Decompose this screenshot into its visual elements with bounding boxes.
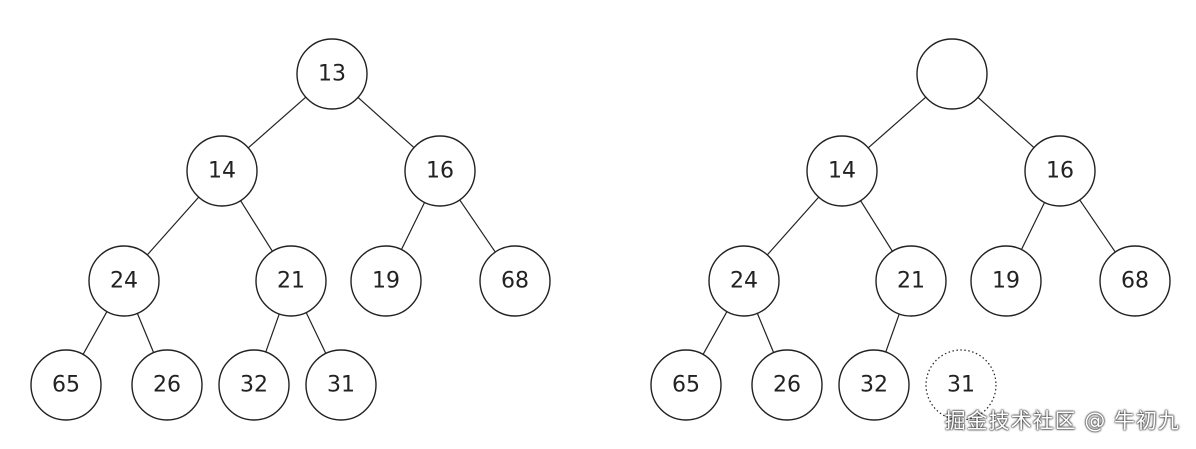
- edge-a1-a3: [357, 96, 415, 149]
- heap-before-node-a3: 16: [404, 135, 476, 207]
- heap-after-node-b3: 16: [1024, 135, 1096, 207]
- node-circle: [218, 349, 290, 421]
- heap-before-node-a9: 26: [131, 349, 203, 421]
- node-label: 68: [1121, 269, 1149, 294]
- heap-after-node-b8: 65: [650, 349, 722, 421]
- edge-b2-b5: [860, 200, 893, 252]
- node-circle: [916, 38, 988, 110]
- node-circle: [186, 135, 258, 207]
- node-circle: [479, 245, 551, 317]
- node-circle: [131, 349, 203, 421]
- node-label: 16: [426, 159, 454, 184]
- heap-before-node-a4: 24: [88, 245, 160, 317]
- edge-a4-a9: [136, 313, 155, 353]
- node-label: 31: [327, 373, 355, 398]
- node-circle: [925, 349, 997, 421]
- node-circle: [806, 135, 878, 207]
- node-label: 21: [897, 269, 925, 294]
- node-label: 26: [153, 373, 181, 398]
- edge-a5-a11: [305, 312, 327, 354]
- heap-before-node-a11: 31: [305, 349, 377, 421]
- node-label: 14: [208, 159, 236, 184]
- node-label: 31: [947, 373, 975, 398]
- edge-b1-b2: [867, 96, 927, 149]
- edge-b1-b3: [977, 96, 1035, 149]
- heap-after-node-b10: 32: [838, 349, 910, 421]
- heap-after-node-b5: 21: [875, 245, 947, 317]
- edge-a3-a7: [459, 199, 496, 253]
- node-circle: [1099, 245, 1171, 317]
- node-label: 24: [110, 269, 138, 294]
- heap-after-node-b1: [916, 38, 988, 110]
- node-circle: [88, 245, 160, 317]
- node-circle: [305, 349, 377, 421]
- node-circle: [708, 245, 780, 317]
- node-label: 68: [501, 269, 529, 294]
- edge-b3-b6: [1020, 202, 1046, 250]
- heap-before-node-a10: 32: [218, 349, 290, 421]
- edge-a2-a4: [146, 196, 200, 256]
- edge-b3-b7: [1079, 199, 1116, 253]
- heap-before-node-a1: 13: [296, 38, 368, 110]
- node-label: 21: [277, 269, 305, 294]
- node-label: 65: [52, 373, 80, 398]
- node-circle: [296, 38, 368, 110]
- node-circle: [30, 349, 102, 421]
- node-circle: [838, 349, 910, 421]
- node-circle: [350, 245, 422, 317]
- edge-b4-b9: [756, 313, 775, 353]
- edge-a2-a5: [240, 200, 273, 252]
- node-label: 16: [1046, 159, 1074, 184]
- heap-before-node-a5: 21: [255, 245, 327, 317]
- node-circle: [404, 135, 476, 207]
- heap-before-node-a7: 68: [479, 245, 551, 317]
- edge-b5-b10: [885, 313, 900, 353]
- node-label: 19: [992, 269, 1020, 294]
- node-label: 19: [372, 269, 400, 294]
- heap-after-node-b2: 14: [806, 135, 878, 207]
- heap-before-node-a8: 65: [30, 349, 102, 421]
- heap-after-node-b7: 68: [1099, 245, 1171, 317]
- heap-after-node-b11: 31: [925, 349, 997, 421]
- node-label: 26: [773, 373, 801, 398]
- nodes-layer: 13 14 16 24 21 19 68 65 26 32 31 14 16 24 21 19 68 65 26 32…: [30, 38, 1171, 421]
- node-circle: [875, 245, 947, 317]
- heap-after-node-b6: 19: [970, 245, 1042, 317]
- watermark: 掘金技术社区 @ 牛初九: [944, 409, 1180, 433]
- node-circle: [650, 349, 722, 421]
- edge-a5-a10: [265, 313, 280, 353]
- node-circle: [970, 245, 1042, 317]
- node-circle: [751, 349, 823, 421]
- node-label: 14: [828, 159, 856, 184]
- node-label: 24: [730, 269, 758, 294]
- edge-a4-a8: [82, 311, 108, 355]
- edge-a3-a6: [400, 202, 426, 250]
- edge-a1-a2: [247, 96, 307, 149]
- heap-before-node-a2: 14: [186, 135, 258, 207]
- node-circle: [255, 245, 327, 317]
- edge-b2-b4: [766, 196, 820, 256]
- node-label: 13: [318, 62, 346, 87]
- node-label: 32: [240, 373, 268, 398]
- heap-after-node-b9: 26: [751, 349, 823, 421]
- node-circle: [1024, 135, 1096, 207]
- node-label: 32: [860, 373, 888, 398]
- heap-after-node-b4: 24: [708, 245, 780, 317]
- heap-before-node-a6: 19: [350, 245, 422, 317]
- node-label: 65: [672, 373, 700, 398]
- edges-layer: [82, 96, 1116, 355]
- edge-b4-b8: [702, 311, 728, 355]
